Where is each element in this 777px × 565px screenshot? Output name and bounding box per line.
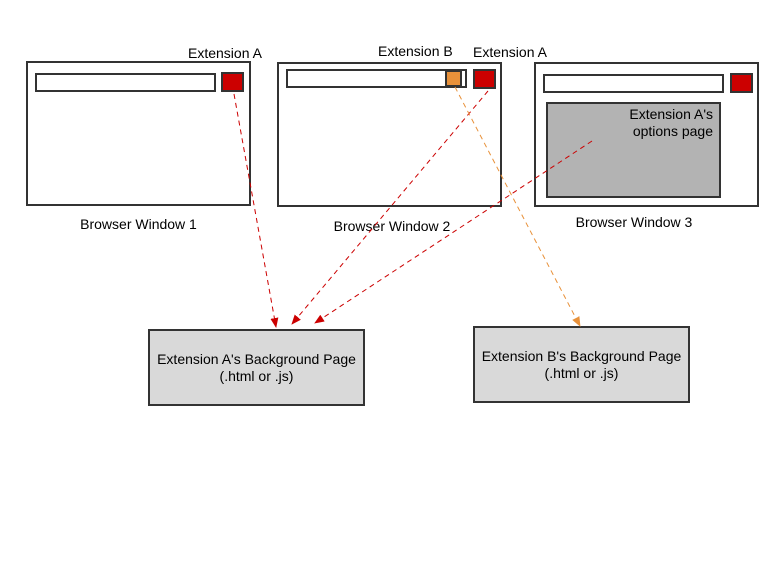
browser-window-2 xyxy=(277,62,502,207)
options-page-line-2: options page xyxy=(632,123,713,139)
extension-a-icon xyxy=(730,73,753,93)
browser-window-2-label: Browser Window 2 xyxy=(333,218,451,234)
options-page-line-1: Extension A's xyxy=(629,106,713,122)
extension-b-background-page: Extension B's Background Page (.html or … xyxy=(473,326,690,403)
extension-a-icon xyxy=(473,69,496,89)
address-bar xyxy=(543,74,724,93)
browser-window-3-label: Browser Window 3 xyxy=(575,214,693,230)
address-bar xyxy=(286,69,467,88)
extension-a-background-page: Extension A's Background Page (.html or … xyxy=(148,329,365,406)
options-page-label: Extension A's options page xyxy=(629,106,713,140)
extension-a-label-window-1: Extension A xyxy=(188,45,262,61)
browser-window-1 xyxy=(26,61,251,206)
extension-b-icon xyxy=(445,70,462,87)
background-page-subtitle: (.html or .js) xyxy=(219,367,294,384)
address-bar xyxy=(35,73,216,92)
browser-window-3: Extension A's options page xyxy=(534,62,759,207)
extension-a-label-window-2: Extension A xyxy=(473,44,547,60)
extension-a-icon xyxy=(221,72,244,92)
extension-b-label-window-2: Extension B xyxy=(378,43,453,59)
background-page-subtitle: (.html or .js) xyxy=(544,364,619,381)
browser-window-1-label: Browser Window 1 xyxy=(80,216,197,232)
extension-a-options-page: Extension A's options page xyxy=(546,102,721,198)
background-page-title: Extension A's Background Page xyxy=(157,350,356,367)
background-page-title: Extension B's Background Page xyxy=(481,347,682,364)
